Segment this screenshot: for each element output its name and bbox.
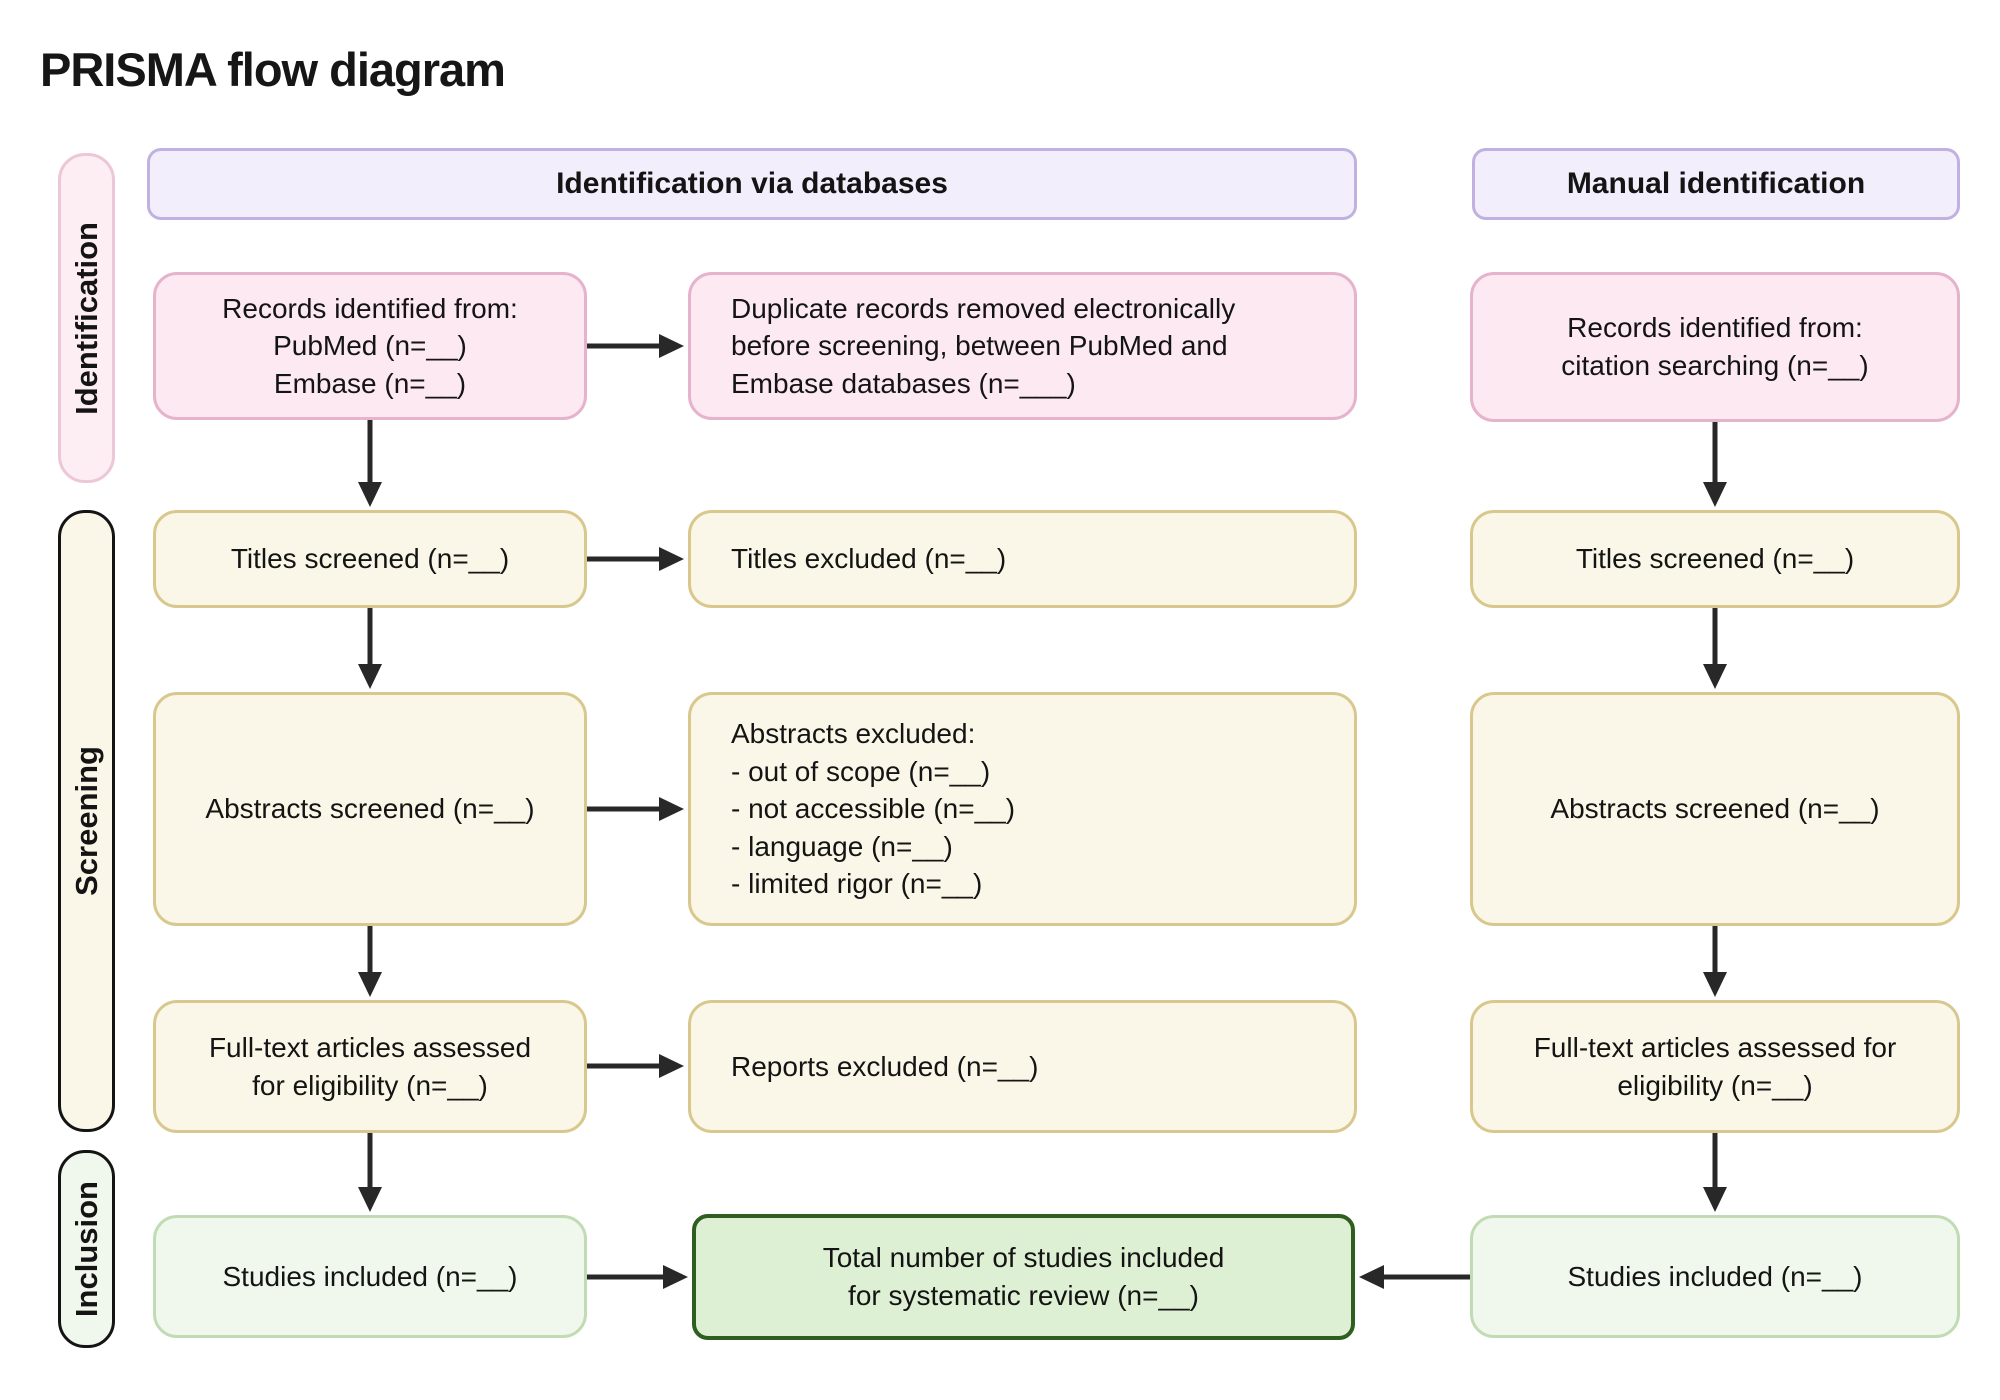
box-titles-screened-manual: Titles screened (n=__) xyxy=(1470,510,1960,608)
arrow-manual-fulltext-to-included xyxy=(1703,1133,1727,1212)
box-line: - language (n=__) xyxy=(731,830,953,862)
page-title: PRISMA flow diagram xyxy=(40,43,506,96)
box-line: - out of scope (n=__) xyxy=(731,755,991,787)
box-studies-included-db: Studies included (n=__) xyxy=(153,1215,587,1338)
box-line: before screening, between PubMed and xyxy=(731,330,1228,362)
stage-pill-identification: Identification xyxy=(58,153,115,483)
box-abstracts-screened-manual: Abstracts screened (n=__) xyxy=(1470,692,1960,926)
arrow-manual-included-to-total xyxy=(1359,1265,1470,1289)
box-line: PubMed (n=__) xyxy=(273,330,467,362)
box-line: Full-text articles assessed for xyxy=(1533,1031,1897,1063)
arrow-db-records-to-duplicates xyxy=(587,334,684,358)
header-databases-label: Identification via databases xyxy=(556,167,948,200)
box-fulltext-assessed-db: Full-text articles assessed for eligibil… xyxy=(153,1000,587,1133)
box-line: Abstracts screened (n=__) xyxy=(1550,793,1880,825)
box-line: Titles excluded (n=__) xyxy=(731,543,1007,575)
arrow-db-fulltext-to-included xyxy=(358,1133,382,1212)
box-total-studies-included: Total number of studies included for sys… xyxy=(692,1214,1355,1340)
box-line: citation searching (n=__) xyxy=(1561,350,1869,381)
stage-label-screening: Screening xyxy=(68,746,104,896)
box-titles-excluded: Titles excluded (n=__) xyxy=(688,510,1357,608)
box-line: Abstracts excluded: xyxy=(731,718,976,750)
header-identification-via-databases: Identification via databases xyxy=(147,148,1357,220)
box-line: Embase databases (n=___) xyxy=(731,367,1076,399)
arrow-manual-abstracts-to-fulltext xyxy=(1703,926,1727,997)
arrow-db-titles-to-abstracts xyxy=(358,608,382,689)
box-line: Records identified from: xyxy=(1567,312,1863,344)
box-reports-excluded: Reports excluded (n=__) xyxy=(688,1000,1357,1133)
stage-pill-screening: Screening xyxy=(58,510,115,1132)
arrow-db-abstracts-to-excluded xyxy=(587,797,684,821)
arrow-db-titles-to-excluded xyxy=(587,547,684,571)
header-manual-label: Manual identification xyxy=(1566,167,1866,200)
box-line: Full-text articles assessed xyxy=(208,1031,532,1063)
box-duplicates-removed: Duplicate records removed electronically… xyxy=(688,272,1357,420)
box-line: Records identified from: xyxy=(222,292,518,324)
box-line: for eligibility (n=__) xyxy=(252,1069,488,1101)
arrow-db-records-to-titles xyxy=(358,420,382,507)
box-abstracts-screened-db: Abstracts screened (n=__) xyxy=(153,692,587,926)
box-line: Studies included (n=__) xyxy=(222,1260,518,1292)
stage-pill-inclusion: Inclusion xyxy=(58,1150,115,1348)
stage-label-inclusion: Inclusion xyxy=(68,1180,104,1318)
box-line: Abstracts screened (n=__) xyxy=(205,793,535,825)
arrow-manual-titles-to-abstracts xyxy=(1703,608,1727,689)
box-line: Studies included (n=__) xyxy=(1567,1260,1863,1292)
box-records-identified-databases: Records identified from: PubMed (n=__) E… xyxy=(153,272,587,420)
box-line: for systematic review (n=__) xyxy=(848,1280,1199,1311)
arrow-manual-records-to-titles xyxy=(1703,422,1727,507)
stage-label-identification: Identification xyxy=(68,221,104,415)
box-line: Reports excluded (n=__) xyxy=(731,1050,1039,1082)
box-titles-screened-db: Titles screened (n=__) xyxy=(153,510,587,608)
box-line: Duplicate records removed electronically xyxy=(731,292,1236,324)
box-line: Titles screened (n=__) xyxy=(1575,543,1855,575)
box-line: Titles screened (n=__) xyxy=(230,543,510,575)
box-line: eligibility (n=__) xyxy=(1617,1069,1813,1101)
box-line: Embase (n=__) xyxy=(273,367,467,399)
box-records-identified-manual: Records identified from: citation search… xyxy=(1470,272,1960,422)
arrow-db-abstracts-to-fulltext xyxy=(358,926,382,997)
box-line: - limited rigor (n=__) xyxy=(731,868,983,900)
box-line: - not accessible (n=__) xyxy=(731,793,1016,825)
box-studies-included-manual: Studies included (n=__) xyxy=(1470,1215,1960,1338)
box-line: Total number of studies included xyxy=(822,1242,1225,1274)
box-fulltext-assessed-manual: Full-text articles assessed for eligibil… xyxy=(1470,1000,1960,1133)
arrow-db-fulltext-to-reports-excluded xyxy=(587,1054,684,1078)
arrow-db-included-to-total xyxy=(587,1265,688,1289)
header-manual-identification: Manual identification xyxy=(1472,148,1960,220)
box-abstracts-excluded: Abstracts excluded: - out of scope (n=__… xyxy=(688,692,1357,926)
